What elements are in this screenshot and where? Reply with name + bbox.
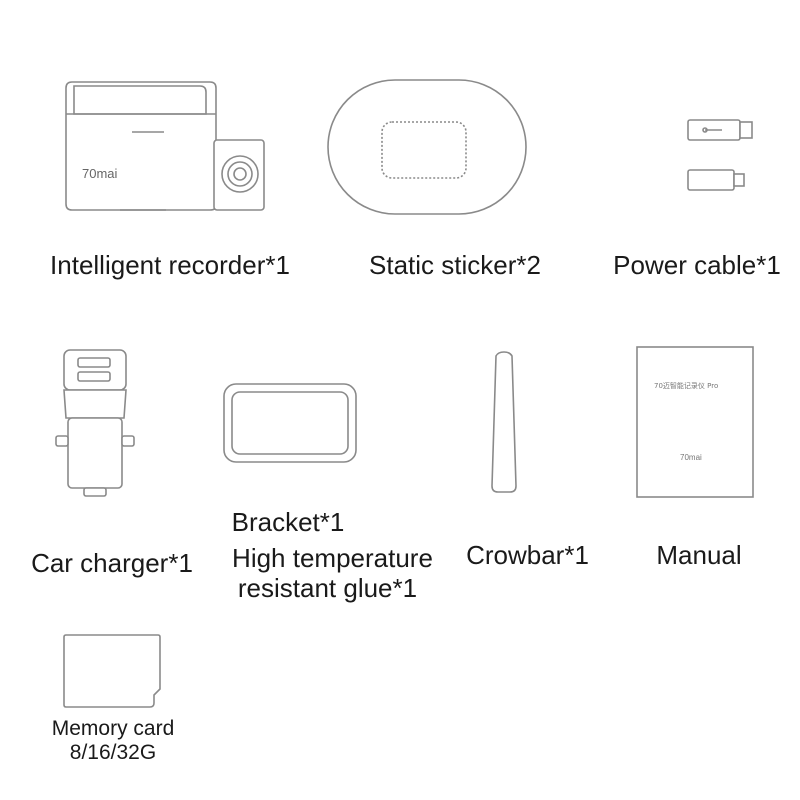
recorder-brand-text: 70mai bbox=[82, 166, 118, 181]
manual-booklet-icon: 70迈智能记录仪 Pro 70mai bbox=[636, 346, 754, 498]
dashcam-icon: 70mai bbox=[60, 78, 270, 218]
crowbar-label: Crowbar*1 bbox=[466, 540, 589, 570]
bracket-label: Bracket*1 bbox=[231, 507, 345, 537]
recorder-label: Intelligent recorder*1 bbox=[50, 250, 290, 280]
sticker-label: Static sticker*2 bbox=[369, 250, 541, 280]
static-sticker-icon bbox=[326, 78, 530, 218]
manual-label: Manual bbox=[656, 540, 742, 570]
crowbar-icon bbox=[488, 350, 518, 495]
manual-cover-brand: 70mai bbox=[680, 453, 702, 462]
memory-card-label-line2: 8/16/32G bbox=[69, 741, 157, 764]
glue-label-line2: resistant glue*1 bbox=[237, 573, 418, 603]
cable-label: Power cable*1 bbox=[613, 250, 781, 280]
bracket-pad-icon bbox=[222, 382, 360, 464]
charger-label: Car charger*1 bbox=[31, 548, 193, 578]
manual-cover-title: 70迈智能记录仪 Pro bbox=[654, 381, 718, 390]
memory-card-label-line1: Memory card bbox=[51, 717, 175, 740]
memory-card-icon bbox=[62, 633, 162, 709]
glue-label-line1: High temperature bbox=[232, 543, 433, 573]
usb-cable-icon bbox=[590, 100, 770, 200]
car-charger-icon bbox=[50, 348, 140, 498]
